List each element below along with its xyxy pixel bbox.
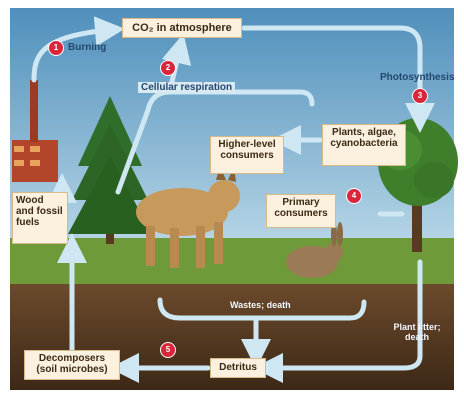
detritus-box: Detritus [210,358,266,378]
burning-label: Burning [68,42,106,53]
primary-consumers-box: Primary consumers [266,194,336,228]
step-marker: 4 [346,188,362,204]
grass [10,238,454,286]
higher-level-consumers-box: Higher-level consumers [210,136,284,174]
wastes-death-label: Wastes; death [230,300,291,310]
step-marker: 2 [160,60,176,76]
step-marker: 5 [160,342,176,358]
plant-litter-death-label: Plant litter; death [386,322,448,342]
cellular-respiration-label: Cellular respiration [138,82,235,93]
co2-in-atmosphere-box: CO₂ in atmosphere [122,18,242,38]
step-marker: 1 [48,40,64,56]
step-marker: 3 [412,88,428,104]
producers-box: Plants, algae, cyanobacteria [322,124,406,166]
decomposers-box: Decomposers (soil microbes) [24,350,120,380]
photosynthesis-label: Photosynthesis [380,72,454,83]
wood-and-fossil-fuels-box: Wood and fossil fuels [12,192,68,244]
